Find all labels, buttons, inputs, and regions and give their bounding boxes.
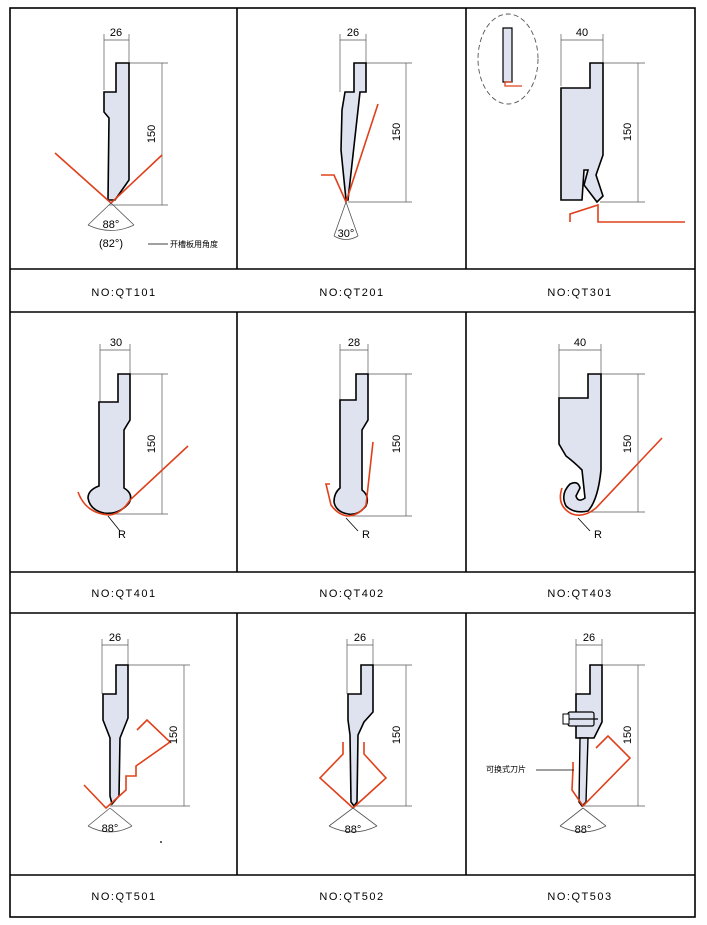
radius-label: R [594,529,602,541]
punch-profile [347,664,374,808]
sheet-metal-line [571,734,632,808]
dimension-lines [99,344,168,515]
dimension-lines [558,344,645,513]
replaceable-blade [578,737,589,808]
tool-qt201: 26 150 30° [321,27,412,240]
dimension-lines [575,639,645,807]
width-dimension: 28 [348,337,360,349]
punch-profile [560,62,604,204]
punch-profile [102,664,129,806]
model-label-qt201: NO:QT201 [319,287,384,299]
height-dimension: 150 [622,123,634,141]
height-dimension: 150 [391,123,403,141]
angle-arc [87,202,135,231]
model-label-qt403: NO:QT403 [547,588,612,600]
bend-angle: 88° [103,219,120,231]
radius-leader [107,515,121,532]
bend-angle: 88° [102,823,119,835]
catalog-grid [9,7,696,918]
punch-profile [333,373,369,516]
mark-dot [160,841,162,843]
tool-qt501: 26 150 88° [83,632,190,835]
dimension-lines [346,639,412,807]
model-label-qt502: NO:QT502 [319,891,384,903]
sheet-metal-line [569,203,685,223]
sheet-metal-line [77,445,189,516]
sheet-metal-line [83,718,172,810]
height-dimension: 150 [168,726,180,744]
model-label-qt301: NO:QT301 [547,287,612,299]
angle-arc [559,807,607,833]
angle-arc [328,807,378,833]
radius-label: R [118,529,126,541]
dimension-lines [339,34,412,203]
angle-arc [87,807,133,833]
model-label-qt402: NO:QT402 [319,588,384,600]
tool-qt101: 26 150 88° (82°) 开槽板用角度 [54,27,218,250]
punch-profile [87,373,132,515]
sheet-metal-line [559,437,663,516]
bend-angle: 88° [345,824,362,836]
height-dimension: 150 [622,435,634,453]
dimension-lines [339,344,412,517]
dimension-lines [103,34,168,206]
detail-view [477,13,539,105]
sheet-metal-line [321,103,379,205]
dimension-lines [101,639,190,807]
height-dimension: 150 [391,435,403,453]
model-label-qt501: NO:QT501 [91,891,156,903]
sheet-metal-line [324,441,374,517]
width-dimension: 26 [354,632,366,644]
clamp-bolt-icon [562,711,598,727]
model-label-qt401: NO:QT401 [91,588,156,600]
width-dimension: 26 [109,632,121,644]
punch-profile [558,373,602,513]
tool-qt401: 30 150 R [77,337,189,541]
tool-qt403: 40 150 R [558,337,663,541]
radius-leader [345,517,359,532]
width-dimension: 26 [110,27,122,39]
height-dimension: 150 [146,125,158,143]
width-dimension: 40 [574,337,586,349]
width-dimension: 40 [576,27,588,39]
radius-label: R [362,529,370,541]
tool-qt301: 40 150 [477,13,685,223]
model-label-qt101: NO:QT101 [91,287,156,299]
tool-qt502: 26 150 88° [318,632,412,836]
radius-leader [577,517,591,532]
height-dimension: 150 [622,726,634,744]
tool-qt503: 可换式刀片 26 150 88° [486,632,645,836]
bend-angle: 88° [575,824,592,836]
width-dimension: 26 [347,27,359,39]
height-dimension: 150 [391,726,403,744]
model-label-qt503: NO:QT503 [547,891,612,903]
height-dimension: 150 [146,435,158,453]
punch-profile [575,664,603,739]
punch-profile [103,62,130,201]
dimension-lines [560,34,645,203]
bend-angle: 30° [338,228,355,240]
slotted-plate-note: 开槽板用角度 [170,239,218,249]
tool-qt402: 28 150 R [324,337,412,541]
width-dimension: 26 [583,632,595,644]
angle-arc [333,201,359,240]
width-dimension: 30 [110,337,122,349]
slotted-plate-angle: (82°) [99,238,123,250]
replaceable-blade-note: 可换式刀片 [486,764,526,774]
